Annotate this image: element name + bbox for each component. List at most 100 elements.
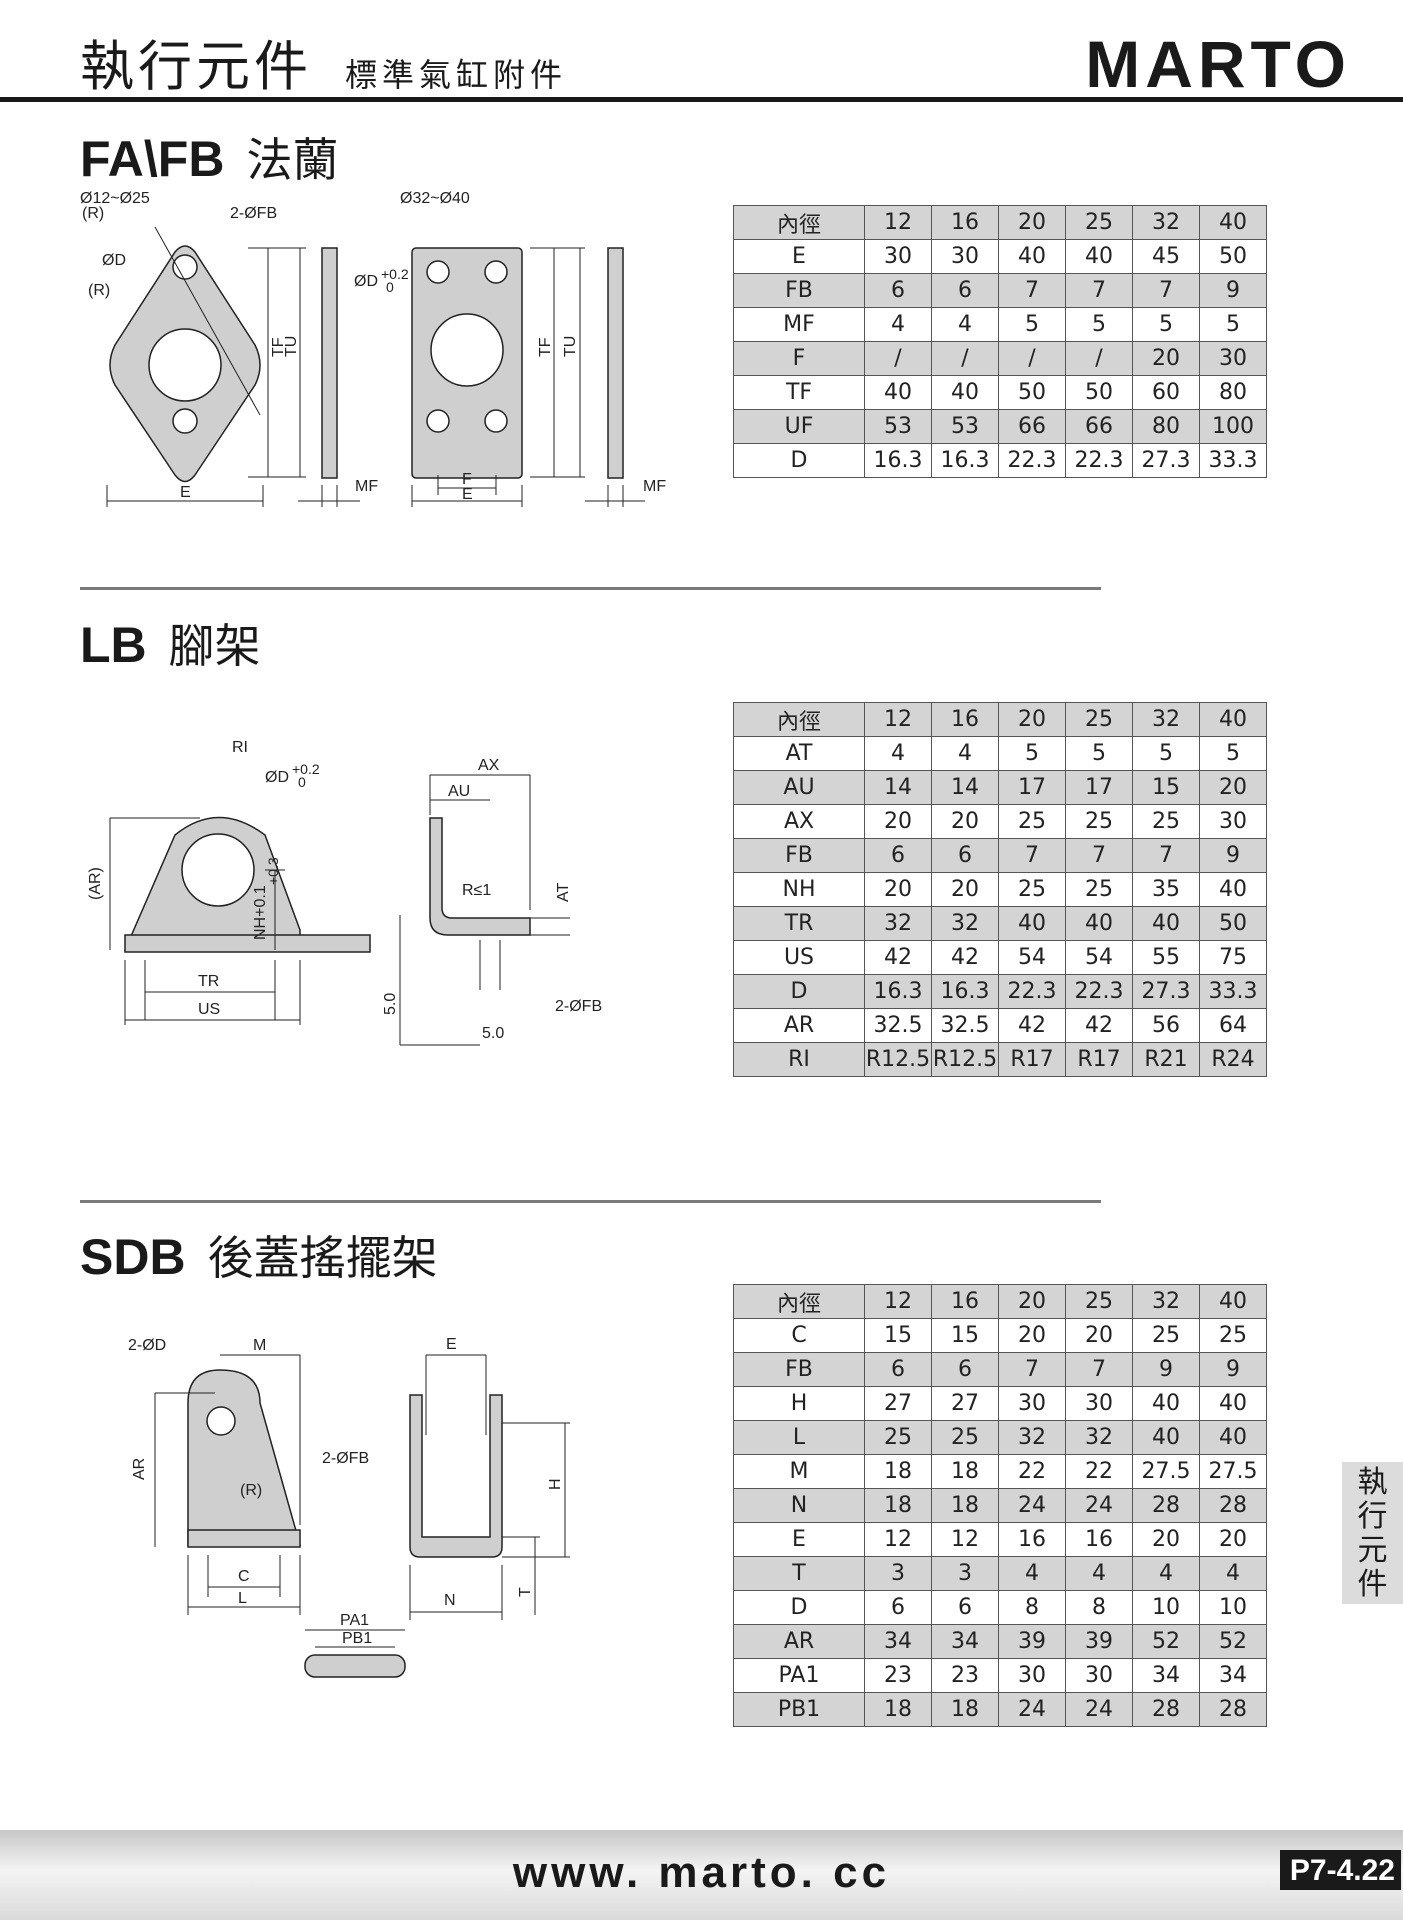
- table-cell: 22.3: [998, 974, 1066, 1009]
- sdb-pin: [304, 1654, 406, 1678]
- section-lb-name: 腳架: [168, 619, 261, 673]
- table-row-label: AX: [733, 804, 865, 839]
- table-cell: 40: [1199, 872, 1267, 907]
- footer-url[interactable]: www. marto. cc: [512, 1848, 891, 1897]
- table-cell: 20: [864, 872, 932, 907]
- table-cell: 23: [931, 1658, 999, 1693]
- table-cell: 4: [1199, 1556, 1267, 1591]
- table-cell: 16.3: [931, 974, 999, 1009]
- table-row-label: FB: [733, 273, 865, 308]
- lb-d-label: ØD: [265, 769, 289, 786]
- table-cell: 16.3: [931, 443, 999, 478]
- table-cell: 17: [998, 770, 1066, 805]
- table-cell: 5: [998, 307, 1066, 342]
- table-row-label: T: [733, 1556, 865, 1591]
- table-row-label: UF: [733, 409, 865, 444]
- table-cell: 22.3: [998, 443, 1066, 478]
- table-cell: 16: [998, 1522, 1066, 1557]
- table-cell: 42: [931, 940, 999, 975]
- table-cell: 7: [998, 1352, 1066, 1387]
- sdb-l-label: L: [238, 1590, 247, 1607]
- table-row-label: AU: [733, 770, 865, 805]
- table-row-label: MF: [733, 307, 865, 342]
- table-cell: 53: [864, 409, 932, 444]
- brand-logo: MARTO: [1085, 27, 1351, 101]
- table-cell: 18: [931, 1488, 999, 1523]
- table-cell: 56: [1132, 1008, 1200, 1043]
- lb-nh-upper: +0.3: [265, 857, 281, 885]
- table-cell: 40: [1199, 1420, 1267, 1455]
- table-cell: /: [864, 341, 932, 376]
- fafb-r-label-1: (R): [82, 205, 104, 222]
- table-cell: 32.5: [864, 1008, 932, 1043]
- table-cell: 15: [931, 1318, 999, 1353]
- table-cell: 25: [1065, 702, 1133, 737]
- table-cell: 34: [1199, 1658, 1267, 1693]
- table-row-label: D: [733, 1590, 865, 1625]
- sdb-m-label: M: [253, 1337, 266, 1354]
- table-cell: 50: [1065, 375, 1133, 410]
- table-cell: 40: [1199, 1386, 1267, 1421]
- table-cell: 20: [931, 872, 999, 907]
- table-cell: 50: [998, 375, 1066, 410]
- table-cell: 6: [864, 1590, 932, 1625]
- sdb-d-label: 2-ØD: [128, 1337, 166, 1354]
- lb-r-label: R≤1: [462, 882, 491, 899]
- section-sdb-code: SDB: [80, 1229, 186, 1285]
- table-cell: 22: [998, 1454, 1066, 1489]
- table-cell: 40: [931, 375, 999, 410]
- table-row-label: 內徑: [733, 205, 865, 240]
- table-cell: 20: [998, 205, 1066, 240]
- table-cell: 28: [1132, 1488, 1200, 1523]
- table-row-label: N: [733, 1488, 865, 1523]
- table-cell: 75: [1199, 940, 1267, 975]
- table-row-label: AT: [733, 736, 865, 771]
- table-cell: 32: [1132, 702, 1200, 737]
- lb-at-label: AT: [555, 883, 572, 902]
- table-cell: 27: [931, 1386, 999, 1421]
- table-cell: 3: [864, 1556, 932, 1591]
- table-cell: 9: [1199, 1352, 1267, 1387]
- table-row-label: D: [733, 974, 865, 1009]
- sdb-ar-label: AR: [131, 1458, 148, 1480]
- table-cell: 32.5: [931, 1008, 999, 1043]
- table-cell: R17: [1065, 1042, 1133, 1077]
- table-cell: 25: [864, 1420, 932, 1455]
- table-cell: 66: [998, 409, 1066, 444]
- table-cell: 7: [1065, 273, 1133, 308]
- fafb-size-large: Ø32~Ø40: [400, 190, 470, 207]
- table-cell: 40: [1199, 205, 1267, 240]
- table-cell: 30: [931, 239, 999, 274]
- table-cell: 4: [1132, 1556, 1200, 1591]
- table-cell: 30: [998, 1658, 1066, 1693]
- fafb-mf-label-2: MF: [643, 478, 666, 495]
- table-cell: 52: [1199, 1624, 1267, 1659]
- table-cell: 12: [864, 1284, 932, 1319]
- table-row-label: TF: [733, 375, 865, 410]
- table-cell: 5: [1132, 307, 1200, 342]
- table-cell: 24: [1065, 1692, 1133, 1727]
- table-cell: 16.3: [864, 974, 932, 1009]
- sdb-n-label: N: [444, 1592, 456, 1609]
- table-cell: 18: [864, 1692, 932, 1727]
- table-cell: 28: [1132, 1692, 1200, 1727]
- lb-five-h-label: 5.0: [482, 1025, 504, 1042]
- table-cell: 42: [1065, 1008, 1133, 1043]
- table-cell: R12.5: [931, 1042, 999, 1077]
- table-cell: /: [998, 341, 1066, 376]
- table-cell: 20: [998, 1318, 1066, 1353]
- table-cell: /: [1065, 341, 1133, 376]
- sdb-front-view: [187, 1369, 301, 1546]
- table-cell: 5: [998, 736, 1066, 771]
- lb-drawing: RI ØD +0.2 0 (AR) NH+0.1 +0.3 TR US AX A…: [87, 739, 602, 1046]
- table-cell: 9: [1199, 838, 1267, 873]
- table-cell: 20: [864, 804, 932, 839]
- table-row-label: NH: [733, 872, 865, 907]
